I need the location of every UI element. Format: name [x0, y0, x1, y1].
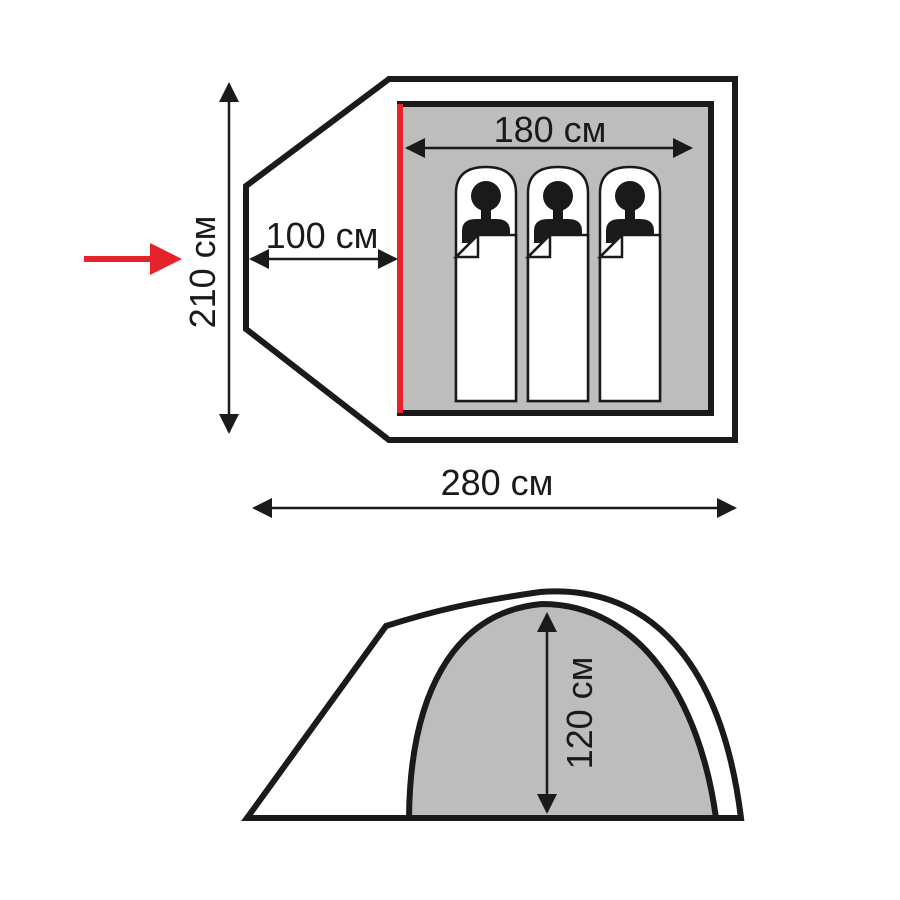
inner-width-label: 180 см — [494, 109, 607, 150]
vestibule-depth-label: 100 см — [266, 215, 379, 256]
person-silhouette-icon — [534, 181, 582, 243]
inner-tent-side — [405, 600, 720, 821]
height-label: 120 см — [559, 657, 600, 770]
sleeping-bag — [452, 165, 518, 403]
top-view: 180 см 100 см 210 см 280 см — [84, 76, 738, 518]
sleeping-bags — [452, 165, 662, 403]
sleeping-bag — [596, 165, 662, 403]
total-length-label: 280 см — [441, 462, 554, 503]
total-width-label: 210 см — [182, 216, 223, 329]
side-view: 120 см — [241, 588, 745, 821]
sleeping-bag — [524, 165, 590, 403]
entrance-arrow-icon — [84, 243, 182, 275]
